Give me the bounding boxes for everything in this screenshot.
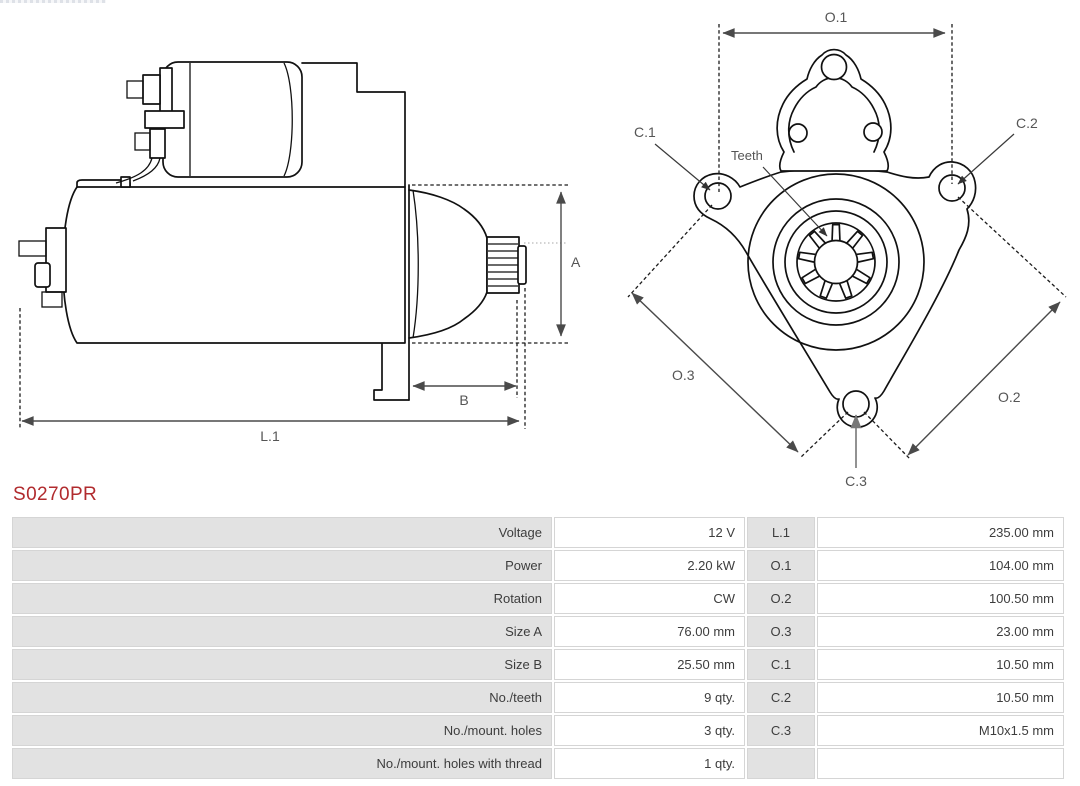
mounting-foot xyxy=(373,343,410,401)
drive-end xyxy=(373,184,527,401)
dimension-c3: C.3 xyxy=(845,414,867,489)
shaft-end-cap xyxy=(517,245,527,285)
top-left-artifact xyxy=(0,0,106,3)
side-view-drawing: A B L.1 xyxy=(18,61,581,444)
dimension-a: A xyxy=(412,184,581,344)
spec-label-cell: Size B xyxy=(12,649,552,680)
dimension-b: B xyxy=(412,300,518,408)
spec-label-cell: Voltage xyxy=(12,517,552,548)
dim-label-c2: C.2 xyxy=(1016,115,1038,131)
crown-bolt-hole xyxy=(788,123,808,143)
front-view-drawing: O.1 O.3 O.2 C.1 xyxy=(627,9,1067,489)
leader-c2: C.2 xyxy=(957,115,1038,185)
part-number: S0270PR xyxy=(13,484,98,505)
technical-drawing: A B L.1 xyxy=(18,9,1067,489)
spec-value-cell: 1 qty. xyxy=(554,748,745,779)
dim-code-cell xyxy=(747,748,815,779)
dim-label-l1: L.1 xyxy=(260,428,280,444)
mount-hole-c1 xyxy=(704,182,732,210)
spec-value-cell: 2.20 kW xyxy=(554,550,745,581)
dim-code-cell: C.2 xyxy=(747,682,815,713)
crown xyxy=(776,48,892,172)
spec-label-cell: Rotation xyxy=(12,583,552,614)
leader-c1: C.1 xyxy=(634,124,711,191)
dim-code-cell: C.3 xyxy=(747,715,815,746)
dim-code-cell: C.1 xyxy=(747,649,815,680)
spec-value-cell: 12 V xyxy=(554,517,745,548)
crown-top-hole xyxy=(820,53,848,81)
dim-label-c1: C.1 xyxy=(634,124,656,140)
mounting-flange xyxy=(693,161,977,429)
spec-value-cell: 76.00 mm xyxy=(554,616,745,647)
center-boss xyxy=(747,173,925,351)
dim-label-o2: O.2 xyxy=(998,389,1021,405)
dim-code-cell: L.1 xyxy=(747,517,815,548)
dim-code-cell: O.1 xyxy=(747,550,815,581)
dim-label-o3: O.3 xyxy=(672,367,695,383)
leader-teeth: Teeth xyxy=(731,148,828,237)
pinion-gear xyxy=(796,222,876,302)
dimension-o1: O.1 xyxy=(718,9,953,192)
spec-value-cell: 25.50 mm xyxy=(554,649,745,680)
dim-label-c3: C.3 xyxy=(845,473,867,489)
dimension-o2: O.2 xyxy=(863,196,1067,460)
solenoid-wire xyxy=(132,157,161,182)
dim-label-o1: O.1 xyxy=(825,9,848,25)
spec-label-cell: No./mount. holes with thread xyxy=(12,748,552,779)
dimension-l1: L.1 xyxy=(19,288,526,444)
dim-label-b: B xyxy=(459,392,468,408)
dim-value-cell: 235.00 mm xyxy=(817,517,1064,548)
teeth-label: Teeth xyxy=(731,148,763,163)
dim-value-cell: 100.50 mm xyxy=(817,583,1064,614)
dim-value-cell: 10.50 mm xyxy=(817,649,1064,680)
spec-label-cell: Power xyxy=(12,550,552,581)
dim-value-cell xyxy=(817,748,1064,779)
dim-value-cell: 104.00 mm xyxy=(817,550,1064,581)
rear-terminal xyxy=(18,227,67,308)
spline-hatch xyxy=(488,243,518,287)
gear-teeth xyxy=(797,223,875,300)
solenoid-wire xyxy=(115,157,153,184)
spec-label-cell: No./teeth xyxy=(12,682,552,713)
bell-housing xyxy=(408,189,488,339)
crown-bolt-hole xyxy=(863,122,883,142)
spec-value-cell: 3 qty. xyxy=(554,715,745,746)
spec-value-cell: 9 qty. xyxy=(554,682,745,713)
casting-step xyxy=(301,62,406,188)
spec-label-cell: No./mount. holes xyxy=(12,715,552,746)
dim-value-cell: 10.50 mm xyxy=(817,682,1064,713)
solenoid xyxy=(115,61,303,188)
dim-code-cell: O.3 xyxy=(747,616,815,647)
dim-label-a: A xyxy=(571,254,581,270)
dimension-o3: O.3 xyxy=(627,204,849,459)
dim-code-cell: O.2 xyxy=(747,583,815,614)
dim-value-cell: 23.00 mm xyxy=(817,616,1064,647)
motor-body xyxy=(61,186,406,344)
spec-value-cell: CW xyxy=(554,583,745,614)
spec-label-cell: Size A xyxy=(12,616,552,647)
dim-value-cell: M10x1.5 mm xyxy=(817,715,1064,746)
